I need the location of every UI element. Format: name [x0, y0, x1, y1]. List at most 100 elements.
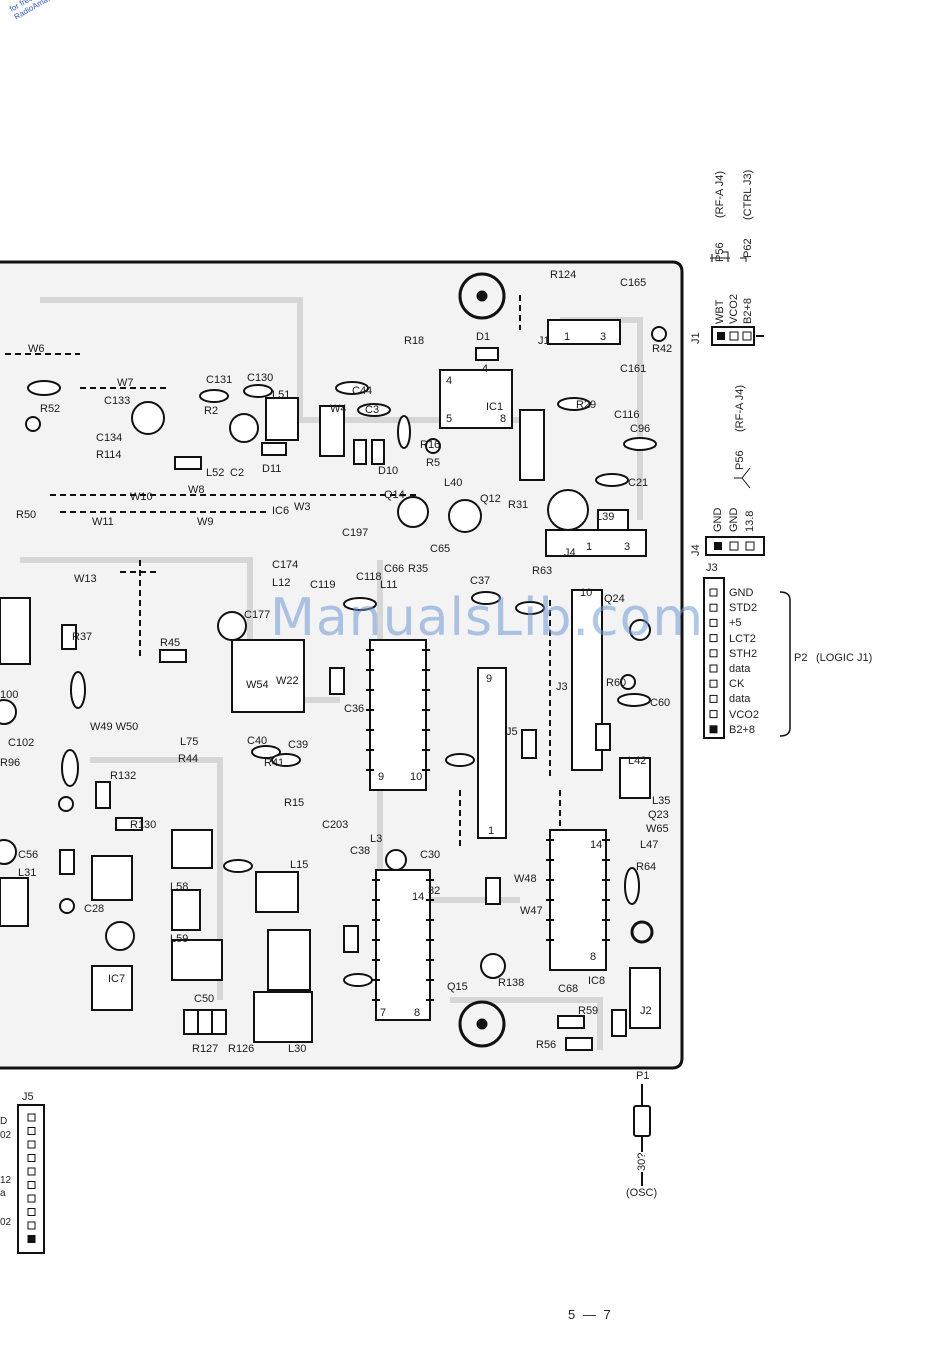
j3-pin-square: [709, 725, 718, 734]
j3-pin-1: GND: [729, 587, 754, 599]
j1-pin-2: VCO2: [728, 294, 740, 324]
j5-pin-square: [27, 1113, 36, 1122]
svg-text:D11: D11: [262, 463, 281, 475]
svg-text:L59: L59: [170, 933, 188, 945]
svg-text:J1: J1: [538, 335, 550, 347]
svg-text:8: 8: [500, 413, 506, 425]
j3-pin-3: +5: [729, 617, 742, 630]
j5-pin-square: [27, 1194, 36, 1203]
connector-j5: [17, 1104, 45, 1254]
svg-text:C197: C197: [342, 527, 368, 539]
j3-pin-8: data: [729, 693, 751, 706]
svg-text:C203: C203: [322, 819, 348, 831]
svg-text:9: 9: [378, 771, 384, 783]
svg-text:C177: C177: [244, 609, 270, 621]
svg-text:Q23: Q23: [648, 809, 669, 821]
j3-pin-2: STD2: [729, 602, 758, 615]
j3-pin-square: [709, 618, 718, 627]
svg-text:W8: W8: [188, 484, 205, 496]
svg-text:R5: R5: [426, 457, 440, 469]
j5-pin-square: [27, 1208, 36, 1216]
svg-text:IC1: IC1: [486, 401, 503, 413]
svg-text:8: 8: [414, 1007, 420, 1019]
svg-text:C161: C161: [620, 363, 646, 375]
svg-text:R63: R63: [532, 565, 552, 577]
svg-text:C68: C68: [558, 983, 578, 995]
j5-edge-label-3: 12: [0, 1175, 12, 1186]
svg-text:L52: L52: [206, 467, 224, 479]
j1-label-wrap: J1: [690, 328, 710, 348]
svg-text:L51: L51: [272, 389, 290, 401]
round-components: [0, 326, 667, 979]
svg-text:3: 3: [600, 331, 606, 343]
svg-text:IC8: IC8: [588, 975, 605, 987]
svg-text:L30: L30: [288, 1043, 306, 1055]
svg-text:C50: C50: [194, 993, 214, 1005]
connector-j3: [703, 577, 791, 739]
j3-pin-square: [709, 710, 718, 719]
j4-pin-1: GND: [712, 507, 724, 532]
j3-label: J3: [706, 562, 718, 574]
svg-text:J5: J5: [506, 726, 518, 738]
svg-text:C65: C65: [430, 543, 450, 555]
board-outline: [0, 260, 684, 1070]
svg-text:32: 32: [428, 885, 440, 897]
j3-pin-7: CK: [729, 678, 745, 691]
svg-text:C116: C116: [614, 409, 639, 421]
svg-text:W49 W50: W49 W50: [90, 721, 138, 733]
svg-text:8: 8: [590, 951, 596, 963]
svg-text:10: 10: [410, 771, 422, 783]
svg-text:R127: R127: [192, 1043, 218, 1055]
svg-text:3: 3: [624, 541, 630, 553]
svg-text:R37: R37: [72, 631, 92, 643]
svg-text:Q24: Q24: [604, 593, 625, 605]
capacitors: [27, 380, 657, 987]
svg-text:W6: W6: [28, 343, 45, 355]
svg-text:C3: C3: [365, 404, 379, 416]
svg-text:C28: C28: [84, 903, 104, 915]
svg-text:R138: R138: [498, 977, 524, 989]
svg-text:W9: W9: [197, 516, 214, 528]
svg-text:C37: C37: [470, 575, 490, 587]
svg-text:1: 1: [586, 541, 592, 553]
svg-text:W4: W4: [330, 403, 347, 415]
svg-text:L39: L39: [596, 511, 614, 523]
svg-text:C66: C66: [384, 563, 404, 575]
j3-pin-square: [709, 679, 718, 688]
svg-text:L47: L47: [640, 839, 658, 851]
svg-text:C174: C174: [272, 559, 298, 571]
j5-pin-square: [27, 1127, 36, 1135]
svg-text:J4: J4: [564, 547, 576, 559]
j5-edge-label-4: a: [0, 1188, 6, 1199]
svg-text:9: 9: [486, 673, 492, 685]
svg-text:J2: J2: [640, 1005, 652, 1017]
svg-text:Q14: Q14: [384, 489, 405, 501]
svg-text:1: 1: [488, 825, 494, 837]
svg-text:L3: L3: [370, 833, 382, 845]
svg-text:W3: W3: [294, 501, 311, 513]
jumper-lines: [5, 295, 561, 850]
svg-text:C165: C165: [620, 277, 646, 289]
svg-text:C133: C133: [104, 395, 130, 407]
svg-text:R64: R64: [636, 861, 656, 873]
svg-text:R35: R35: [408, 563, 428, 575]
svg-text:W22: W22: [276, 675, 299, 687]
j4-label: J4: [690, 544, 702, 556]
svg-text:R15: R15: [284, 797, 304, 809]
j1-pin-3: B2+8: [742, 298, 754, 324]
svg-text:R31: R31: [508, 499, 528, 511]
ic-packages: [231, 369, 607, 1021]
connector-j4: [705, 467, 765, 556]
svg-text:R2: R2: [204, 405, 218, 417]
svg-text:C96: C96: [630, 423, 650, 435]
svg-text:C2: C2: [230, 467, 244, 479]
svg-text:R114: R114: [96, 449, 121, 461]
svg-text:C130: C130: [247, 372, 273, 384]
svg-text:R56: R56: [536, 1039, 556, 1051]
connector-j1: [710, 251, 764, 346]
svg-text:R60: R60: [606, 677, 626, 689]
j5-pin-square: [27, 1154, 36, 1162]
svg-text:R59: R59: [578, 1005, 598, 1017]
